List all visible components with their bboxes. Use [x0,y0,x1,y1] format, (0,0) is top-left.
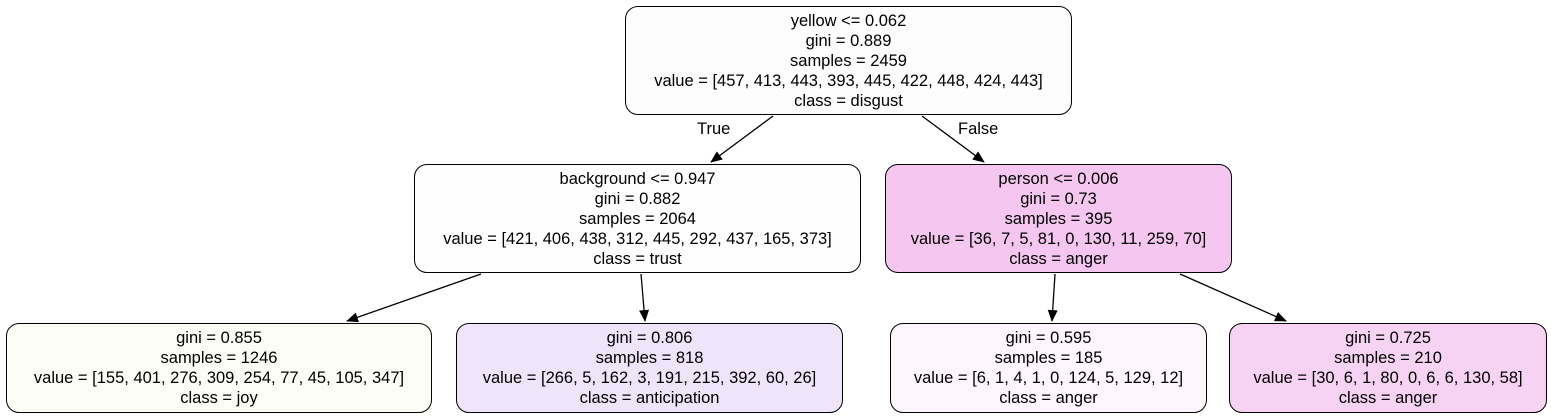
node-class: class = anger [999,389,1098,407]
node-split: yellow <= 0.062 [790,11,907,30]
node-gini: gini = 0.73 [1020,189,1097,208]
edge-left-leftright [639,273,650,322]
node-gini: gini = 0.889 [805,31,892,50]
node-gini: gini = 0.806 [606,329,693,347]
node-value: value = [30, 6, 1, 80, 0, 6, 6, 130, 58] [1253,369,1523,387]
tree-node-left: background <= 0.947 gini = 0.882 samples… [414,164,861,273]
node-class: class = anger [1338,389,1438,407]
node-samples: samples = 2459 [790,51,907,70]
node-value: value = [6, 1, 4, 1, 0, 124, 5, 129, 12] [913,369,1184,387]
node-class: class = anger [1009,249,1108,268]
node-value: value = [36, 7, 5, 81, 0, 130, 11, 259, … [910,229,1207,248]
node-class: class = joy [180,389,258,407]
node-gini: gini = 0.855 [176,329,262,347]
tree-leaf-left-right: gini = 0.806 samples = 818 value = [266,… [456,323,843,413]
tree-leaf-right-left: gini = 0.595 samples = 185 value = [6, 1… [890,323,1207,413]
edge-right-rightleft [1047,273,1058,322]
node-value: value = [457, 413, 443, 393, 445, 422, 4… [654,71,1043,90]
node-class: class = trust [593,249,682,268]
node-samples: samples = 395 [1004,209,1113,228]
node-gini: gini = 0.595 [1005,329,1092,347]
node-samples: samples = 1246 [160,349,278,367]
edge-root-left [710,115,774,163]
node-class: class = anticipation [579,389,720,407]
tree-node-root: yellow <= 0.062 gini = 0.889 samples = 2… [625,6,1072,115]
node-gini: gini = 0.725 [1345,329,1431,347]
node-split: background <= 0.947 [559,169,716,188]
node-value: value = [421, 406, 438, 312, 445, 292, 4… [443,229,832,248]
node-value: value = [155, 401, 276, 309, 254, 77, 45… [33,369,405,387]
tree-node-right: person <= 0.006 gini = 0.73 samples = 39… [885,164,1232,273]
node-samples: samples = 2064 [579,209,696,228]
node-value: value = [266, 5, 162, 3, 191, 215, 392, … [482,369,817,387]
node-samples: samples = 210 [1334,349,1442,367]
edge-label-true: True [697,120,731,138]
node-samples: samples = 185 [994,349,1103,367]
edge-right-rightright [1179,273,1287,322]
node-class: class = disgust [794,91,903,110]
tree-leaf-right-right: gini = 0.725 samples = 210 value = [30, … [1229,323,1547,413]
edge-left-leftleft [346,273,482,323]
node-gini: gini = 0.882 [594,189,681,208]
edge-label-false: False [958,120,999,138]
tree-leaf-left-left: gini = 0.855 samples = 1246 value = [155… [6,323,432,413]
node-samples: samples = 818 [595,349,704,367]
node-split: person <= 0.006 [998,169,1119,188]
edge-root-right [921,115,985,163]
